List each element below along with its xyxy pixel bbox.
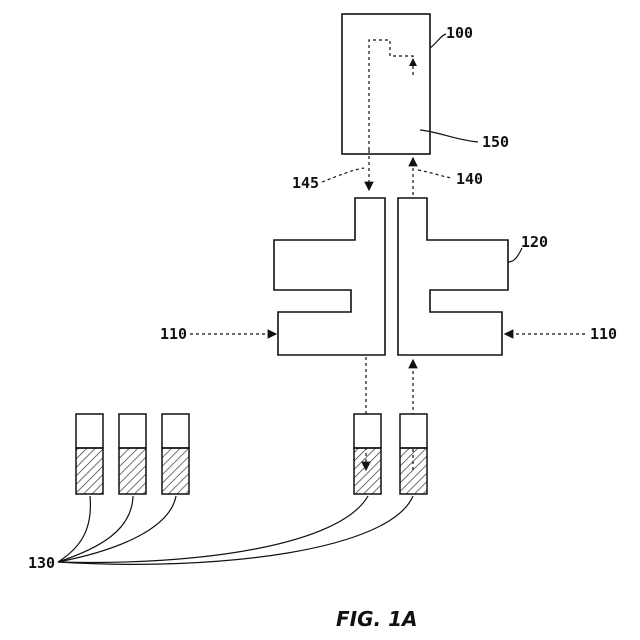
leader-145	[322, 168, 364, 182]
label-145: 145	[292, 174, 319, 192]
figure-caption: FIG. 1A	[336, 607, 417, 631]
leader-150	[420, 130, 478, 142]
vial-3	[162, 414, 189, 494]
label-100: 100	[446, 24, 473, 42]
vial-4	[354, 414, 381, 494]
label-110-left: 110	[160, 325, 187, 343]
chip-left-half	[274, 198, 385, 355]
internal-arrowhead	[409, 58, 417, 66]
vial-2	[119, 414, 146, 494]
leader-140	[418, 170, 452, 178]
label-130: 130	[28, 554, 55, 572]
vial-5	[400, 414, 427, 494]
chip-right-half	[398, 198, 508, 355]
internal-path	[369, 40, 413, 150]
label-150: 150	[482, 133, 509, 151]
vial-leader-lines	[58, 496, 413, 564]
module-box	[342, 14, 430, 154]
label-140: 140	[456, 170, 483, 188]
label-120: 120	[521, 233, 548, 251]
leader-100	[430, 34, 446, 48]
label-110-right: 110	[590, 325, 617, 343]
vial-1	[76, 414, 103, 494]
leader-120	[508, 248, 522, 262]
